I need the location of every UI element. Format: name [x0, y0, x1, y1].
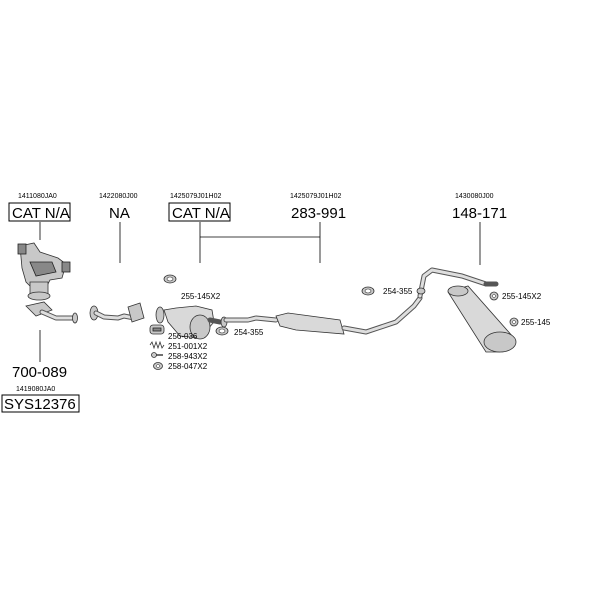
gasket-ring-icon[interactable] — [163, 274, 177, 284]
group-ref-manifold[interactable]: CAT N/A — [12, 205, 70, 222]
exhaust-manifold-icon[interactable] — [17, 242, 71, 301]
group-code-manifold: 1411080JA0 — [18, 193, 57, 200]
group-ref-catalyst[interactable]: CAT N/A — [172, 205, 230, 222]
clamp-icon[interactable] — [149, 324, 165, 335]
group-code-front-pipe: 1422080J00 — [99, 193, 138, 200]
part-label-5[interactable]: 251-001X2 — [168, 342, 208, 351]
bottom-ref-number[interactable]: 700-089 — [12, 364, 67, 381]
front-pipe-icon[interactable] — [89, 302, 145, 323]
down-pipe-icon[interactable] — [25, 301, 78, 324]
part-label-7[interactable]: 258-047X2 — [168, 362, 208, 371]
spring-icon[interactable] — [149, 340, 165, 350]
rear-joint-gasket-icon[interactable] — [361, 286, 375, 296]
group-ref-middle-pipe[interactable]: 283-991 — [291, 205, 346, 222]
system-ref-box — [1, 394, 80, 413]
part-label-6[interactable]: 258-943X2 — [168, 352, 208, 361]
catalytic-converter-icon[interactable] — [155, 305, 223, 340]
group-ref-front-pipe[interactable]: NA — [109, 205, 130, 222]
part-label-8[interactable]: 254-355 — [383, 287, 413, 296]
group-ref-rear-silencer[interactable]: 148-171 — [452, 205, 507, 222]
nut-icon[interactable] — [153, 362, 163, 370]
part-label-9[interactable]: 255-145 — [521, 318, 551, 327]
bottom-ref-code: 1419080JA0 — [16, 386, 55, 393]
group-code-catalyst: 1425079J01H02 — [170, 193, 221, 200]
part-label-4[interactable]: 256-036 — [168, 332, 198, 341]
joint-gasket-icon[interactable] — [215, 326, 229, 336]
ref-box-catalyst — [168, 202, 231, 222]
system-ref[interactable]: SYS12376 — [4, 396, 76, 413]
middle-pipe-icon[interactable] — [220, 295, 423, 335]
group-code-middle-pipe: 1425079J01H02 — [290, 193, 341, 200]
hanger-rubber-icon[interactable] — [489, 291, 499, 301]
ref-box-manifold — [8, 202, 71, 222]
group-code-rear-silencer: 1430080J00 — [455, 193, 494, 200]
hanger-rubber-2-icon[interactable] — [509, 317, 519, 327]
bolt-icon[interactable] — [151, 352, 164, 358]
part-label-3[interactable]: 255-145X2 — [502, 292, 542, 301]
part-label-2[interactable]: 254-355 — [234, 328, 264, 337]
part-label-1[interactable]: 255-145X2 — [181, 292, 221, 301]
rear-silencer-icon[interactable] — [416, 267, 517, 353]
